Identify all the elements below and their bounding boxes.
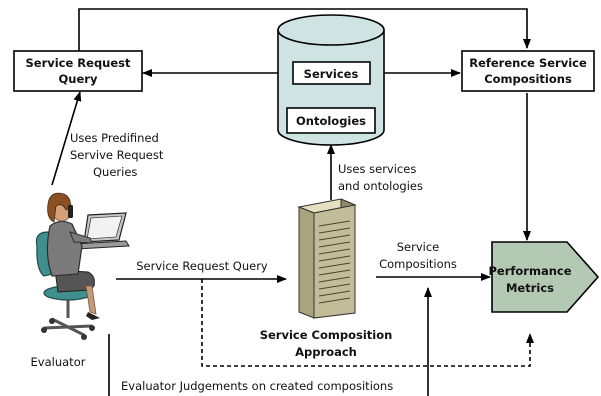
svg-text:Approach: Approach: [295, 345, 357, 359]
performance-metrics-line1: Performance: [488, 264, 571, 278]
uses-predefined-label: Uses Predifined Servive Request Queries: [70, 131, 164, 179]
svg-text:Uses Predifined: Uses Predifined: [70, 131, 159, 145]
service-request-query-box: Service Request Query: [13, 50, 143, 92]
svg-text:Service Composition: Service Composition: [260, 328, 393, 342]
performance-metrics-line2: Metrics: [506, 281, 554, 295]
dashed-query-to-metrics-arrow: [201, 279, 534, 367]
performance-metrics-box: Performance Metrics: [488, 241, 600, 313]
evaluator-label: Evaluator: [31, 355, 86, 369]
services-label: Services: [304, 67, 359, 81]
ontologies-label: Ontologies: [296, 114, 366, 128]
ontologies-box: Ontologies: [286, 107, 376, 134]
request-query-flow-label: Service Request Query: [136, 259, 268, 273]
svg-text:Servive Request: Servive Request: [70, 148, 164, 162]
service-compositions-label: Service Compositions: [379, 240, 457, 271]
svg-text:Queries: Queries: [93, 165, 137, 179]
reference-compositions-box: Reference Service Compositions: [461, 50, 595, 92]
svg-text:Compositions: Compositions: [379, 257, 457, 271]
reference-compositions-line2: Compositions: [484, 72, 572, 86]
judgements-label: Evaluator Judgements on created composit…: [121, 379, 393, 393]
top-loop-arrow: [78, 8, 531, 51]
svg-text:Uses services: Uses services: [338, 162, 416, 176]
service-request-query-line1: Service Request: [25, 56, 131, 70]
services-box: Services: [292, 61, 371, 85]
person-at-computer-icon: [35, 192, 130, 340]
approach-label: Service Composition Approach: [260, 328, 393, 359]
svg-text:Service: Service: [397, 240, 440, 254]
server-tower-icon: [297, 198, 357, 319]
evaluator-to-query-arrow: [51, 91, 82, 186]
svg-text:and ontologies: and ontologies: [338, 179, 423, 193]
connectors: [51, 8, 534, 396]
reference-compositions-line1: Reference Service: [469, 56, 587, 70]
uses-services-label: Uses services and ontologies: [338, 162, 423, 193]
service-request-query-line2: Query: [59, 72, 98, 86]
